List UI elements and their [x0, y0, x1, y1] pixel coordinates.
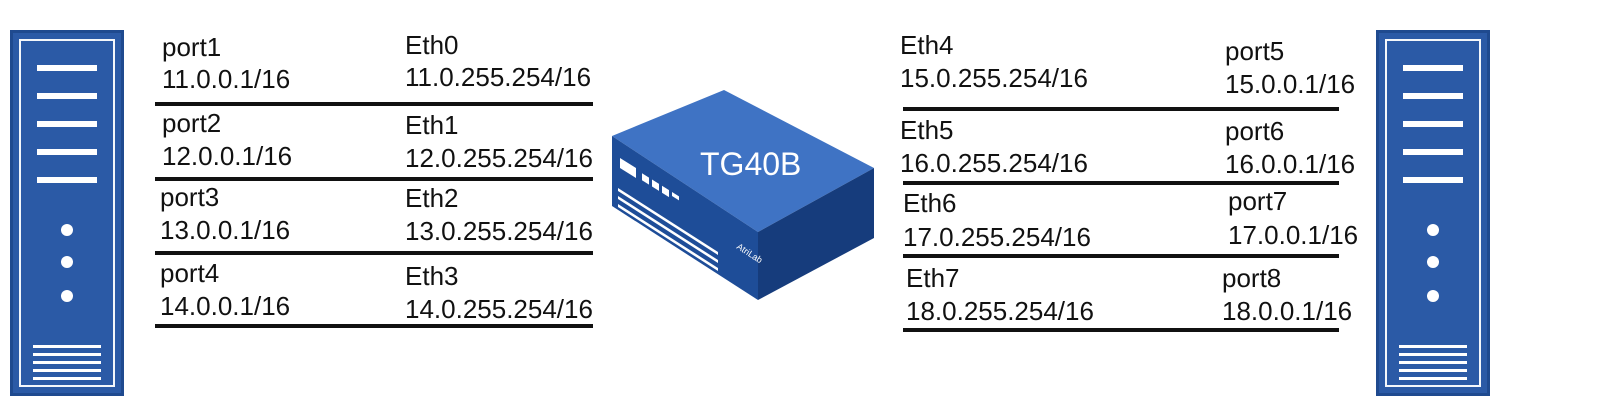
right-port-ip: 17.0.0.1/16: [1228, 220, 1359, 250]
device-side-face: [758, 168, 874, 300]
right-port-label: port8: [1222, 263, 1282, 293]
right-eth-ip: 18.0.255.254/16: [906, 296, 1094, 326]
right-link-line: [903, 181, 1339, 185]
device-front-face: [612, 136, 758, 300]
left-port-ip: 14.0.0.1/16: [160, 291, 291, 321]
left-eth-label: Eth3: [405, 261, 459, 291]
left-port-label: port3: [160, 182, 220, 212]
tg40b-device-icon: AtriLab: [612, 90, 874, 300]
left-port-ip: 13.0.0.1/16: [160, 215, 291, 245]
right-port-ip: 15.0.0.1/16: [1225, 69, 1356, 99]
left-eth-label: Eth2: [405, 183, 459, 213]
right-eth-label: Eth6: [903, 188, 957, 218]
right-eth-ip: 17.0.255.254/16: [903, 222, 1091, 252]
left-link-line: [155, 324, 593, 328]
left-eth-ip: 13.0.255.254/16: [405, 216, 593, 246]
left-link-line: [155, 102, 593, 106]
left-server-frame: [19, 39, 115, 387]
left-server-icon: [10, 30, 124, 396]
right-server-icon: [1376, 30, 1490, 396]
right-port-label: port5: [1225, 36, 1285, 66]
right-port-ip: 18.0.0.1/16: [1222, 296, 1353, 326]
right-eth-label: Eth7: [906, 263, 960, 293]
left-port-ip: 12.0.0.1/16: [162, 141, 293, 171]
right-eth-ip: 16.0.255.254/16: [900, 148, 1088, 178]
left-link-line: [155, 251, 593, 255]
right-eth-ip: 15.0.255.254/16: [900, 63, 1088, 93]
left-eth-label: Eth0: [405, 30, 459, 60]
right-port-label: port6: [1225, 116, 1285, 146]
right-eth-label: Eth4: [900, 30, 954, 60]
device-name-label: TG40B: [700, 146, 802, 182]
right-port-ip: 16.0.0.1/16: [1225, 149, 1356, 179]
right-link-line: [903, 254, 1339, 258]
right-eth-label: Eth5: [900, 115, 954, 145]
device-top-face: [612, 90, 874, 232]
left-port-label: port4: [160, 258, 220, 288]
device-panel-icon: [618, 158, 718, 279]
left-port-ip: 11.0.0.1/16: [162, 64, 291, 94]
left-eth-label: Eth1: [405, 110, 459, 140]
right-server-frame: [1385, 39, 1481, 387]
left-eth-ip: 11.0.255.254/16: [405, 62, 592, 92]
right-link-line: [903, 328, 1339, 332]
left-eth-ip: 14.0.255.254/16: [405, 294, 593, 324]
left-port-label: port1: [162, 32, 222, 62]
right-port-label: port7: [1228, 186, 1288, 216]
left-link-line: [155, 177, 593, 181]
left-port-label: port2: [162, 108, 222, 138]
right-link-line: [903, 107, 1339, 111]
left-eth-ip: 12.0.255.254/16: [405, 143, 593, 173]
